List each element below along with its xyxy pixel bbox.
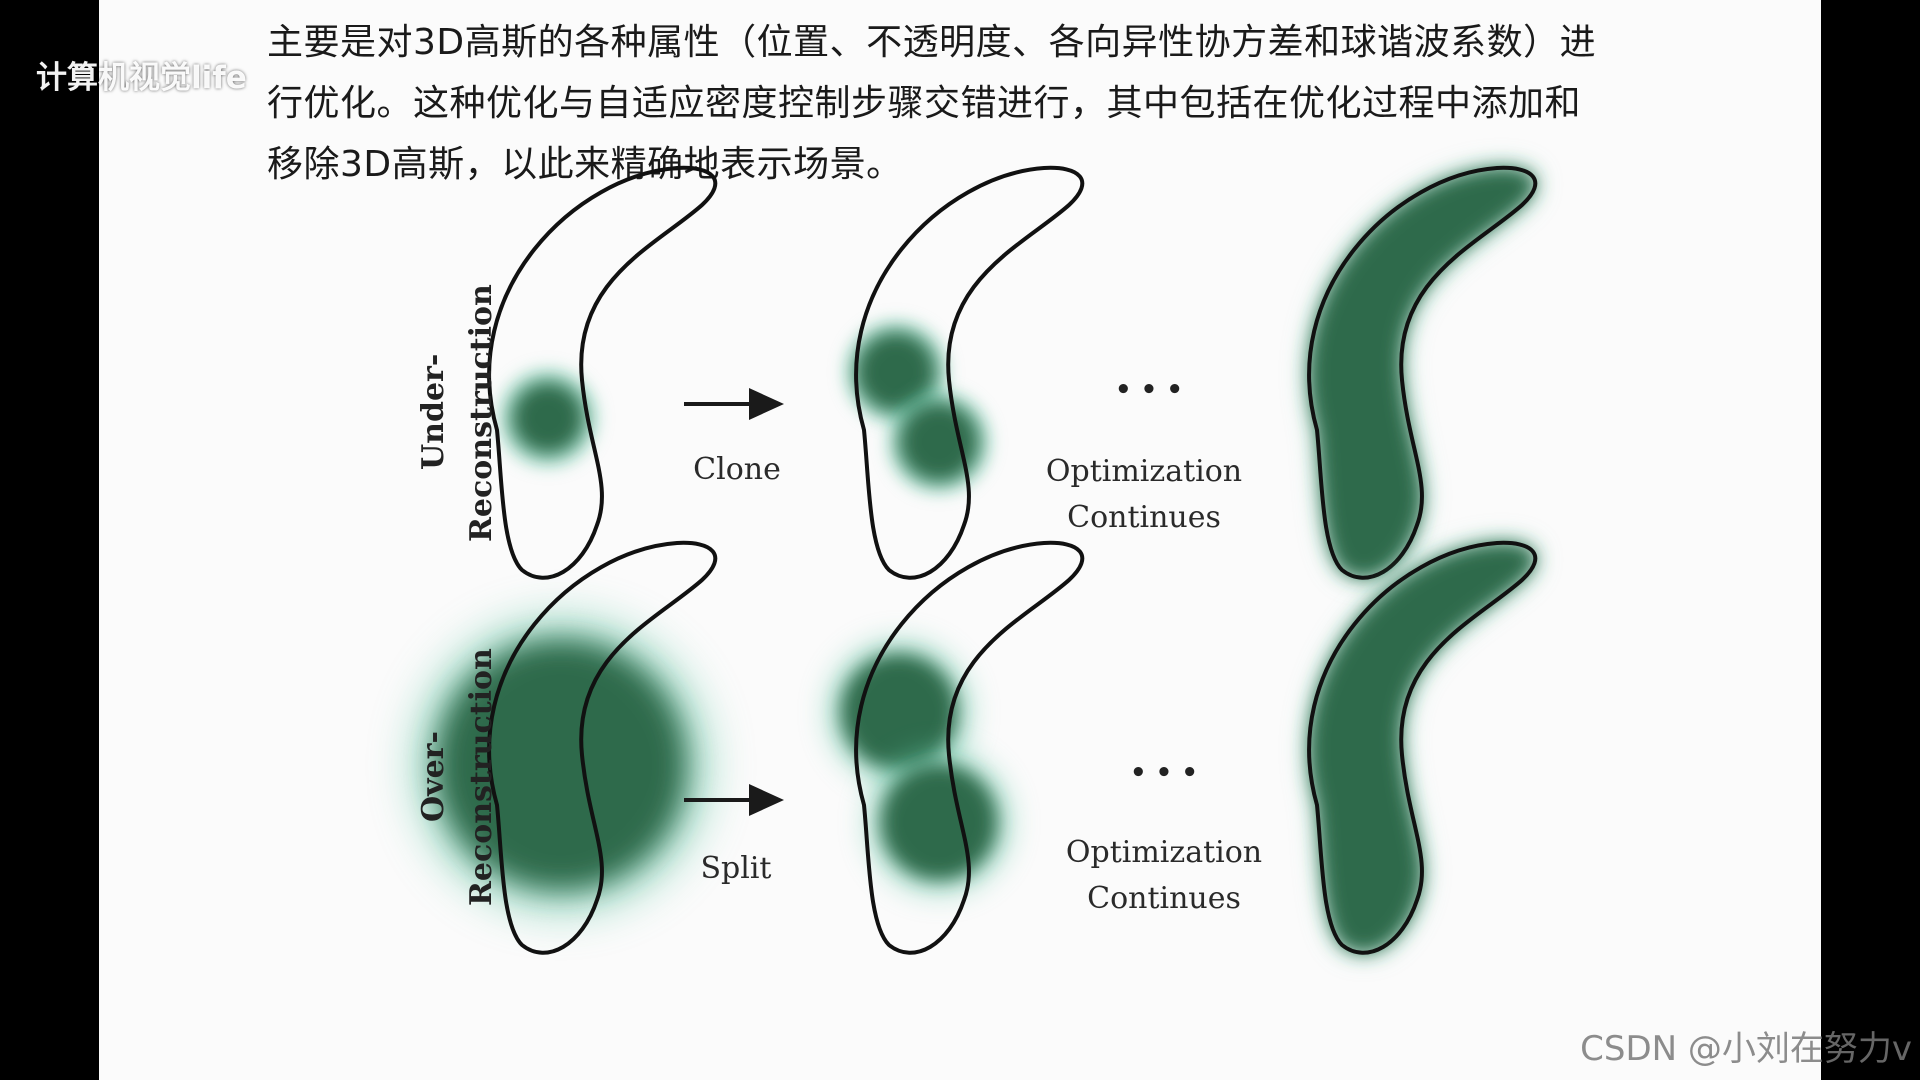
paragraph-line-3: 移除3D高斯，以此来精确地表示场景。 — [267, 144, 903, 185]
clone-arrow — [684, 388, 784, 420]
optimization-label-line2: Continues — [1067, 500, 1221, 535]
gaussian-blob-core — [512, 382, 584, 454]
gaussian-blob-core — [899, 402, 979, 482]
watermark-left: 计算机视觉life — [36, 60, 247, 96]
watermark-right: CSDN @小刘在努力v — [1580, 1029, 1912, 1069]
under-panel-initial — [487, 165, 718, 580]
slide-content: 主要是对3D高斯的各种属性（位置、不透明度、各向异性协方差和球谐波系数）进 行优… — [99, 0, 1821, 1080]
under-label-1: Under- — [416, 354, 451, 470]
under-panel-optimized — [1307, 165, 1538, 580]
gaussian-blob-core — [856, 332, 936, 412]
over-panel-initial — [413, 540, 718, 955]
densification-diagram: Clone • • • Optimization Continues — [413, 165, 1538, 955]
clone-label: Clone — [693, 452, 781, 487]
over-reconstruction-row: Split • • • Optimization Continues — [413, 540, 1538, 955]
gaussian-fill — [1309, 542, 1536, 953]
under-label-2: Reconstruction — [464, 284, 499, 542]
under-panel-cloned — [846, 165, 1085, 580]
over-panel-optimized — [1307, 540, 1538, 955]
gaussian-fill — [1309, 167, 1536, 578]
optimization-label-line1: Optimization — [1046, 454, 1242, 489]
object-outline — [487, 165, 718, 580]
ellipsis: • • • — [1130, 758, 1198, 788]
split-arrow — [684, 784, 784, 816]
paragraph-line-1: 主要是对3D高斯的各种属性（位置、不透明度、各向异性协方差和球谐波系数）进 — [267, 22, 1597, 63]
optimization-label-line2: Continues — [1087, 881, 1241, 916]
split-label: Split — [700, 851, 771, 886]
body-paragraph: 主要是对3D高斯的各种属性（位置、不透明度、各向异性协方差和球谐波系数）进 行优… — [267, 12, 1767, 195]
gaussian-blob — [881, 764, 997, 880]
paragraph-line-2: 行优化。这种优化与自适应密度控制步骤交错进行，其中包括在优化过程中添加和 — [267, 83, 1582, 124]
over-panel-split — [827, 540, 1085, 955]
under-reconstruction-row: Clone • • • Optimization Continues — [416, 165, 1538, 580]
ellipsis: • • • — [1115, 375, 1183, 405]
over-label-1: Over- — [416, 731, 451, 822]
over-label-2: Reconstruction — [464, 648, 499, 906]
optimization-label-line1: Optimization — [1066, 835, 1262, 870]
